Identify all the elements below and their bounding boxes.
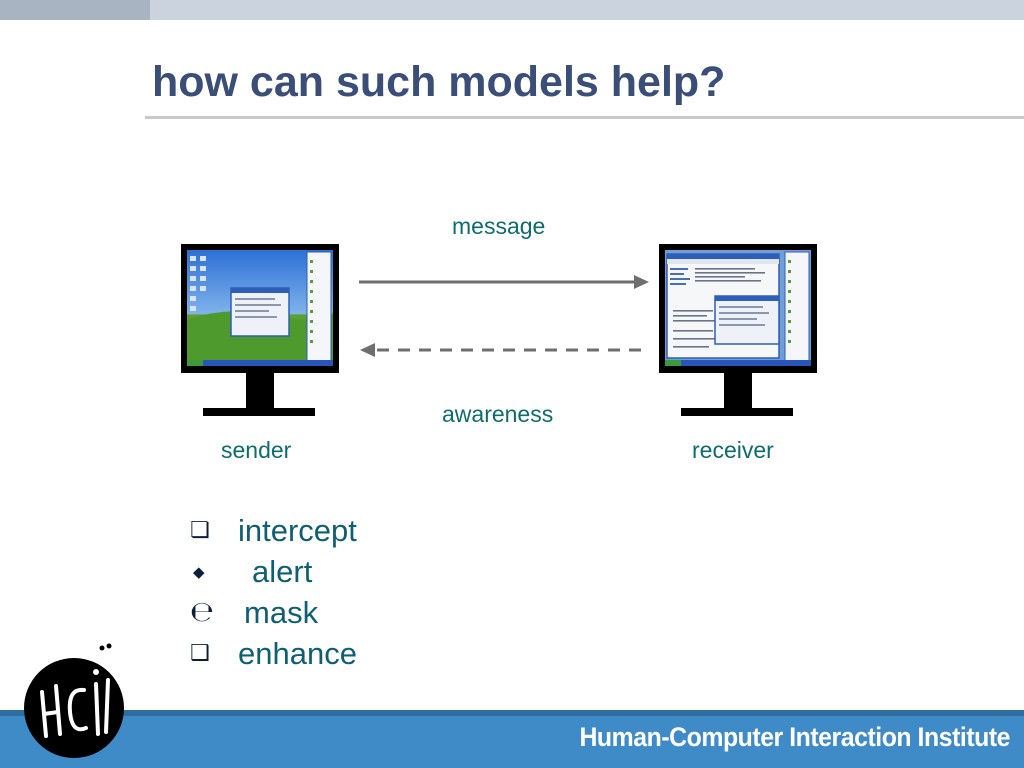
bullet-text: enhance	[238, 636, 357, 671]
receiver-monitor	[659, 244, 817, 417]
sender-label: sender	[221, 437, 292, 463]
message-label: message	[452, 213, 546, 239]
sender-monitor-base	[203, 408, 315, 416]
bullet-text: mask	[244, 595, 319, 630]
slide-title: how can such models help?	[152, 58, 726, 106]
receiver-monitor-neck	[724, 373, 752, 409]
sender-monitor	[181, 244, 339, 417]
top-band-right	[150, 0, 1024, 20]
hcii-logo	[24, 643, 124, 758]
awareness-label: awareness	[442, 401, 554, 427]
receiver-desktop-screenshot	[665, 250, 811, 366]
shadowed-square-icon: ❑	[190, 641, 210, 666]
script-e-icon: ℮	[190, 595, 214, 628]
diamond-icon: ◆	[193, 563, 205, 581]
top-band-left	[0, 0, 150, 20]
hollow-square-icon: ❏	[190, 518, 210, 543]
message-arrow	[359, 275, 649, 289]
title-divider	[145, 116, 1024, 119]
bullet-text: intercept	[238, 513, 357, 548]
awareness-arrow	[360, 343, 649, 357]
footer-bar	[0, 710, 1024, 768]
receiver-label: receiver	[692, 437, 774, 463]
sender-desktop-screenshot	[187, 250, 333, 366]
sender-monitor-neck	[246, 373, 274, 409]
receiver-monitor-base	[681, 408, 793, 416]
bullet-text: alert	[252, 554, 313, 589]
footer-institute-name: Human-Computer Interaction Institute	[579, 722, 1010, 752]
footer-shade	[0, 710, 1024, 716]
